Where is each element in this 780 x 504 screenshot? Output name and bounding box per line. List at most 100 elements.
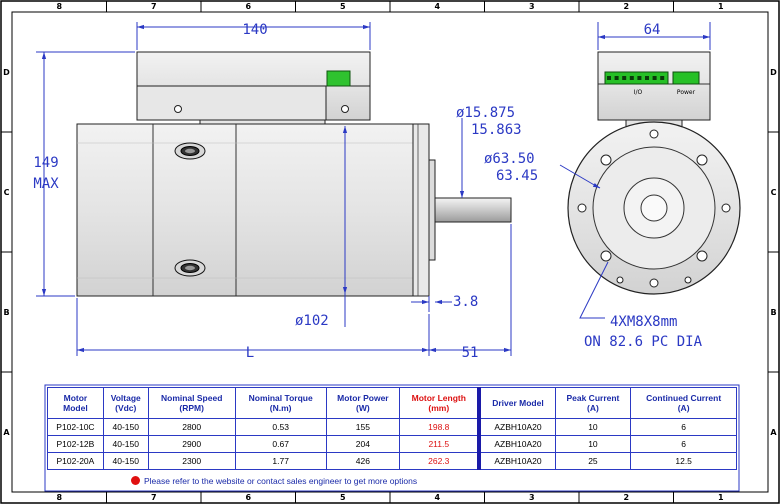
- border-ref-top-6: 6: [245, 2, 251, 11]
- table-cell: 0.67: [234, 435, 327, 453]
- dim-motor-length: L: [246, 345, 254, 361]
- border-ref-top-7: 7: [151, 2, 157, 11]
- driver-front-box: [597, 51, 711, 121]
- table-header-cell: Motor Length(mm): [399, 387, 480, 419]
- table-cell: 198.8: [399, 418, 480, 436]
- border-ref-bottom-2: 2: [623, 493, 629, 502]
- border-ref-bottom-8: 8: [56, 493, 62, 502]
- dim-height-suffix: MAX: [33, 176, 59, 192]
- table-cell: 12.5: [630, 452, 737, 470]
- border-ref-bottom-4: 4: [434, 493, 440, 502]
- table-cell: 2300: [147, 452, 236, 470]
- table-cell: 40-150: [102, 418, 149, 436]
- table-cell: P102-20A: [47, 452, 104, 470]
- dimension-lines: [36, 22, 711, 356]
- driver-screw-left: [174, 105, 182, 113]
- table-cell: 1.77: [234, 452, 327, 470]
- table-header-cell: Voltage(Vdc): [102, 387, 149, 419]
- mounting-holes: [600, 154, 708, 262]
- table-header-cell: Nominal Speed(RPM): [147, 387, 236, 419]
- border-ref-left-A: A: [3, 428, 10, 437]
- border-ref-right-C: C: [771, 188, 777, 197]
- dim-body-dia: ø102: [295, 313, 329, 329]
- dim-shaft-dia-max: ø15.875: [456, 105, 515, 121]
- border-ref-top-5: 5: [340, 2, 346, 11]
- table-cell: AZBH10A20: [477, 452, 556, 470]
- cable-gland-top: [174, 142, 206, 160]
- outer-screws: [577, 129, 731, 288]
- power-label: Power: [677, 89, 696, 96]
- table-cell: 2800: [147, 418, 236, 436]
- dim-shaft-dia-min: 15.863: [471, 122, 522, 138]
- border-ref-left-D: D: [3, 68, 10, 77]
- motor-front-view: I/O Power: [567, 51, 741, 295]
- border-ref-left-B: B: [3, 308, 9, 317]
- io-terminal-block: [604, 71, 669, 85]
- io-label: I/O: [634, 89, 643, 96]
- dim-height-value: 149: [33, 155, 58, 171]
- power-terminal-block: [672, 71, 700, 85]
- table-header-cell: Nominal Torque(N.m): [234, 387, 327, 419]
- table-header-cell: Motor Power(W): [325, 387, 401, 419]
- footnote: Please refer to the website or contact s…: [131, 476, 417, 486]
- border-ref-right-D: D: [770, 68, 777, 77]
- driver-screw-right: [341, 105, 349, 113]
- table-cell: 426: [325, 452, 401, 470]
- pilot-boss: [428, 159, 436, 261]
- shaft-end: [640, 194, 668, 222]
- border-ref-top-8: 8: [56, 2, 62, 11]
- table-cell: 211.5: [399, 435, 480, 453]
- red-bullet-icon: [131, 476, 140, 485]
- table-cell: 204: [325, 435, 401, 453]
- dim-driver-length: 140: [242, 22, 267, 38]
- table-cell: 262.3: [399, 452, 480, 470]
- table-cell: 0.53: [234, 418, 327, 436]
- dim-pilot-dia-min: 63.45: [496, 168, 538, 184]
- border-ref-top-4: 4: [434, 2, 440, 11]
- table-cell: 40-150: [102, 435, 149, 453]
- border-ref-bottom-3: 3: [529, 493, 535, 502]
- table-header-cell: Driver Model: [477, 387, 556, 419]
- table-cell: 155: [325, 418, 401, 436]
- border-ref-bottom-6: 6: [245, 493, 251, 502]
- footnote-text: Please refer to the website or contact s…: [144, 476, 418, 486]
- dimension-texts: 140 64 149 MAX ø15.875 15.863 ø63.50 63.…: [33, 22, 702, 361]
- border-ref-left-C: C: [4, 188, 10, 197]
- table-frame: [44, 384, 740, 492]
- dim-holes-line2: ON 82.6 PC DIA: [584, 334, 703, 350]
- border-ref-top-3: 3: [529, 2, 535, 11]
- table-cell: 2900: [147, 435, 236, 453]
- cable-gland-bottom: [174, 259, 206, 277]
- border-ref-bottom-7: 7: [151, 493, 157, 502]
- dim-flange-thickness: 3.8: [453, 294, 478, 310]
- table-cell: 40-150: [102, 452, 149, 470]
- output-shaft: [434, 197, 512, 223]
- front-flange: [412, 123, 430, 297]
- border-ref-bottom-5: 5: [340, 493, 346, 502]
- table-cell: 25: [554, 452, 632, 470]
- table-cell: 6: [630, 435, 737, 453]
- dim-driver-width: 64: [644, 22, 661, 38]
- table-cell: 10: [554, 418, 632, 436]
- driver-housing-lower: [136, 85, 327, 121]
- table-cell: P102-12B: [47, 435, 104, 453]
- border-ref-top-2: 2: [623, 2, 629, 11]
- motor-side-view: [76, 51, 512, 297]
- dim-holes-line1: 4XM8X8mm: [610, 314, 677, 330]
- dim-pilot-dia-max: ø63.50: [484, 151, 535, 167]
- table-cell: 10: [554, 435, 632, 453]
- table-header-cell: Peak Current(A): [554, 387, 632, 419]
- border-ref-right-A: A: [770, 428, 777, 437]
- motor-body: [76, 123, 414, 297]
- green-connector: [326, 70, 351, 87]
- table-cell: AZBH10A20: [477, 418, 556, 436]
- table-cell: P102-10C: [47, 418, 104, 436]
